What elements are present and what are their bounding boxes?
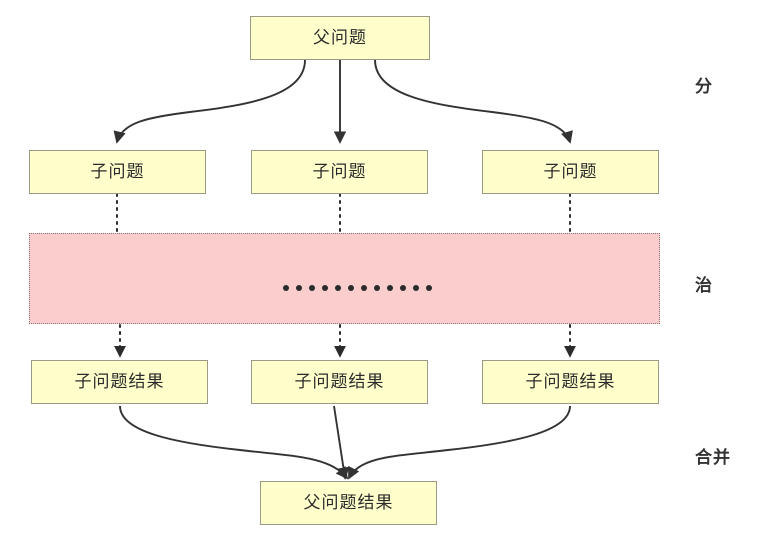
dot: [335, 285, 341, 291]
stage-label-merge: 合并: [695, 450, 731, 467]
stage-label-merge-text: 合并: [695, 448, 731, 468]
dot: [400, 285, 406, 291]
edge-result1-to-parent-result: [119, 405, 349, 480]
node-sub-problem-1-label: 子问题: [90, 161, 145, 182]
ellipsis-dots: [283, 285, 432, 291]
conquer-region: [29, 233, 660, 324]
stage-label-divide-text: 分: [695, 77, 713, 97]
dot: [283, 285, 289, 291]
edge-result2-to-parent-result: [333, 405, 350, 480]
stage-label-conquer: 治: [695, 278, 713, 295]
dot: [322, 285, 328, 291]
stage-label-conquer-text: 治: [695, 276, 713, 296]
dot: [374, 285, 380, 291]
node-sub-result-3-label: 子问题结果: [525, 371, 616, 392]
dot: [387, 285, 393, 291]
node-sub-result-2[interactable]: 子问题结果: [251, 360, 428, 404]
node-sub-problem-3-label: 子问题: [543, 161, 598, 182]
dot: [296, 285, 302, 291]
edge-parent-to-sub3: [374, 59, 573, 144]
dot: [413, 285, 419, 291]
dot: [426, 285, 432, 291]
dot: [361, 285, 367, 291]
node-parent-result-label: 父问题结果: [303, 492, 394, 513]
node-sub-problem-1[interactable]: 子问题: [29, 150, 206, 194]
node-sub-result-1[interactable]: 子问题结果: [31, 360, 208, 404]
edge-result3-to-parent-result: [348, 405, 571, 480]
dot: [309, 285, 315, 291]
node-parent-problem[interactable]: 父问题: [250, 16, 430, 60]
edge-parent-to-sub1: [113, 59, 306, 144]
node-parent-result[interactable]: 父问题结果: [260, 481, 437, 525]
node-sub-result-2-label: 子问题结果: [294, 371, 385, 392]
stage-label-divide: 分: [695, 79, 713, 96]
node-sub-result-3[interactable]: 子问题结果: [482, 360, 659, 404]
node-sub-result-1-label: 子问题结果: [74, 371, 165, 392]
node-parent-problem-label: 父问题: [313, 27, 367, 48]
node-sub-problem-3[interactable]: 子问题: [482, 150, 659, 194]
node-sub-problem-2-label: 子问题: [312, 161, 367, 182]
node-sub-problem-2[interactable]: 子问题: [251, 150, 428, 194]
dot: [348, 285, 354, 291]
